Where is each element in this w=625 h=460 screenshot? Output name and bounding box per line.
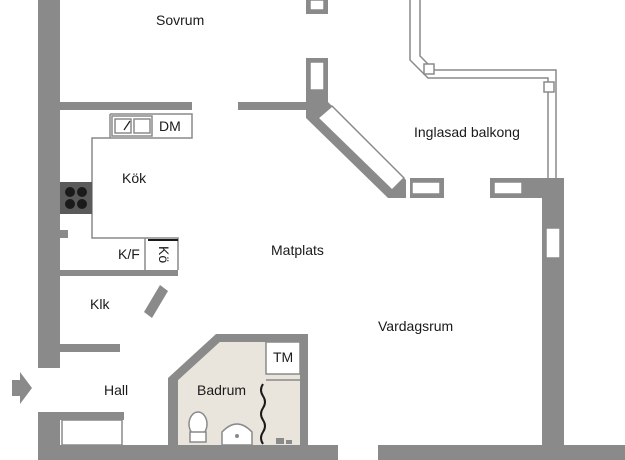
wall-bath-diagonal bbox=[168, 334, 222, 382]
window-diagonal bbox=[316, 104, 406, 192]
wall-right bbox=[542, 178, 564, 460]
wall-hall-bottom bbox=[60, 412, 124, 420]
toilet-tank bbox=[189, 431, 207, 443]
fixture-label-dm: DM bbox=[159, 118, 181, 134]
room-label-klk: Klk bbox=[90, 296, 110, 312]
fixture-label-ko: Kö bbox=[156, 246, 172, 264]
wall-bath-right bbox=[300, 334, 308, 460]
window-balcony-right bbox=[493, 181, 523, 195]
room-label-vardagsrum: Vardagsrum bbox=[378, 318, 454, 334]
balcony-post-b bbox=[543, 81, 555, 93]
window-diagonal-top bbox=[309, 61, 325, 91]
stove-burner bbox=[65, 199, 75, 209]
room-label-badrum: Badrum bbox=[197, 382, 247, 398]
balcony-glazing-inner bbox=[419, 0, 557, 178]
stove bbox=[60, 182, 92, 214]
shower-curtain bbox=[260, 383, 266, 445]
wall-bath-left bbox=[168, 378, 178, 460]
window-top bbox=[309, 0, 325, 11]
stove-burner bbox=[77, 199, 87, 209]
window-balcony-left bbox=[411, 181, 441, 195]
wall-bath-top bbox=[216, 334, 308, 342]
stove-burner bbox=[77, 187, 87, 197]
wall-bedroom-bottom bbox=[60, 102, 192, 110]
washbasin-drain bbox=[235, 434, 239, 438]
balcony-post-a bbox=[423, 63, 435, 75]
fixture-label-kf: K/F bbox=[118, 246, 140, 262]
sink-tap bbox=[123, 120, 131, 131]
balcony-glazing-outer bbox=[409, 0, 549, 178]
wall-hall-top bbox=[60, 344, 120, 352]
hall-shelf bbox=[61, 419, 123, 446]
room-label-hall: Hall bbox=[104, 382, 129, 398]
sink-bowl-right bbox=[133, 118, 151, 134]
room-label-inglasad-balkong: Inglasad balkong bbox=[414, 124, 520, 140]
room-label-kok: Kök bbox=[122, 170, 147, 186]
stove-burner bbox=[65, 187, 75, 197]
sink-bowl-left bbox=[114, 118, 132, 134]
wall-closet-diagonal bbox=[144, 285, 168, 318]
wall-bedroom-mid bbox=[238, 102, 310, 110]
window-right bbox=[545, 227, 561, 259]
room-label-sovrum: Sovrum bbox=[156, 12, 205, 28]
sink-outline bbox=[111, 115, 153, 137]
kitchen-counter-outline bbox=[91, 113, 193, 270]
wall-kitchen-left bbox=[60, 230, 68, 238]
entrance-arrow bbox=[12, 372, 32, 404]
wall-kitchen-divider bbox=[60, 270, 178, 276]
wall-bottom-right bbox=[378, 445, 625, 460]
shower-icon bbox=[276, 438, 292, 444]
fixture-label-tm: TM bbox=[273, 349, 294, 365]
wall-bottom-left bbox=[38, 445, 338, 460]
room-label-matplats: Matplats bbox=[271, 242, 324, 258]
tumble-dryer bbox=[265, 341, 301, 375]
wall-left-top bbox=[38, 0, 60, 368]
